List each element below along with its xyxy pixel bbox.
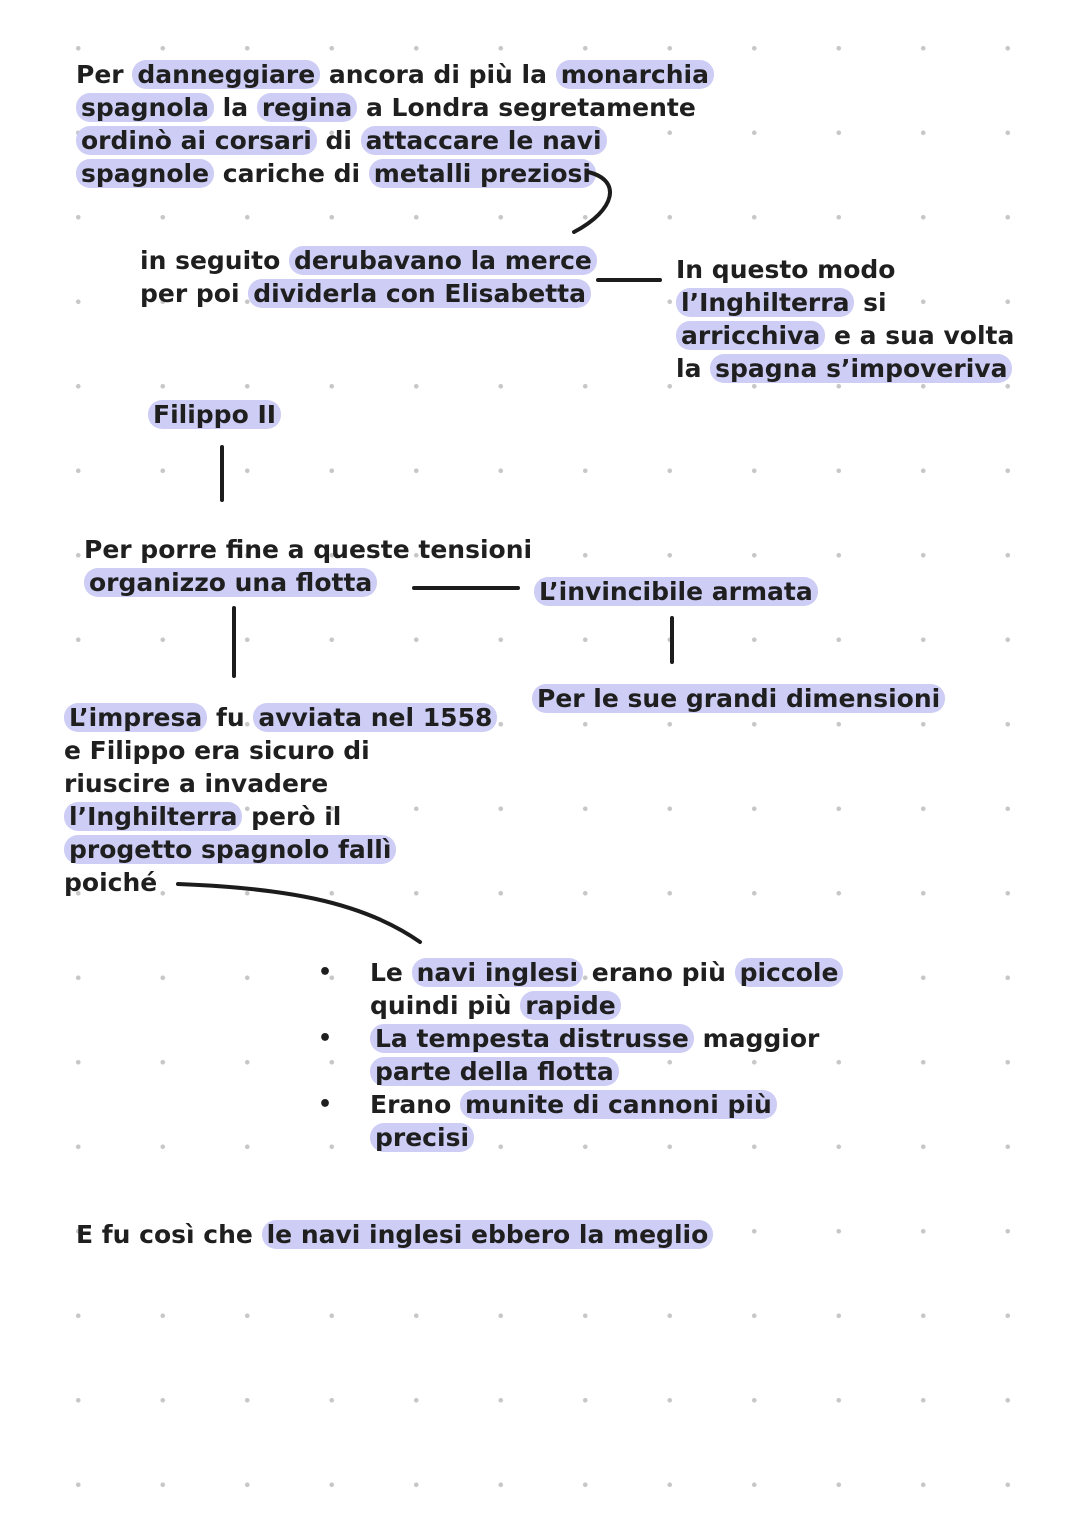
- highlighted-text: organizzo una flotta: [84, 568, 378, 597]
- highlighted-text: progetto spagnolo fallì: [64, 835, 397, 864]
- filippo-label: Filippo II: [148, 398, 282, 431]
- highlighted-text: navi inglesi: [411, 958, 584, 987]
- highlighted-text: precisi: [370, 1123, 475, 1152]
- reason-item: Le navi inglesi erano più piccolequindi …: [318, 956, 844, 1022]
- highlighted-text: Per le sue grandi dimensioni: [532, 684, 946, 713]
- highlighted-text: spagna s’impoveriva: [710, 354, 1013, 383]
- highlighted-text: L’invincibile armata: [534, 577, 818, 606]
- highlighted-text: munite di cannoni più: [459, 1090, 777, 1119]
- highlighted-text: danneggiare: [132, 60, 321, 89]
- highlighted-text: derubavano la merce: [289, 246, 597, 275]
- highlighted-text: parte della flotta: [370, 1057, 619, 1086]
- highlighted-text: La tempesta distrusse: [370, 1024, 694, 1053]
- highlighted-text: Filippo II: [148, 400, 282, 429]
- highlighted-text: le navi inglesi ebbero la meglio: [261, 1220, 714, 1249]
- highlighted-text: piccole: [734, 958, 844, 987]
- highlighted-text: rapide: [520, 991, 621, 1020]
- reasons-list: Le navi inglesi erano più piccolequindi …: [318, 956, 844, 1154]
- highlighted-text: arricchiva: [676, 321, 826, 350]
- armada-label: L’invincibile armata: [534, 575, 818, 608]
- highlighted-text: spagnola: [76, 93, 214, 122]
- highlighted-text: ordinò ai corsari: [76, 126, 317, 155]
- highlighted-text: l’Inghilterra: [64, 802, 243, 831]
- highlighted-text: regina: [256, 93, 358, 122]
- highlighted-text: avviata nel 1558: [253, 703, 498, 732]
- intro-paragraph: Per danneggiare ancora di più la monarch…: [76, 58, 714, 190]
- armada-reason: Per le sue grandi dimensioni: [532, 682, 946, 715]
- highlighted-text: monarchia: [555, 60, 714, 89]
- conclusion-sentence: E fu così che le navi inglesi ebbero la …: [76, 1218, 714, 1251]
- highlighted-text: dividerla con Elisabetta: [248, 279, 591, 308]
- highlighted-text: l’Inghilterra: [676, 288, 855, 317]
- highlighted-text: spagnole: [76, 159, 215, 188]
- highlighted-text: attaccare le navi: [360, 126, 607, 155]
- highlighted-text: L’impresa: [64, 703, 208, 732]
- highlighted-text: metalli preziosi: [368, 159, 596, 188]
